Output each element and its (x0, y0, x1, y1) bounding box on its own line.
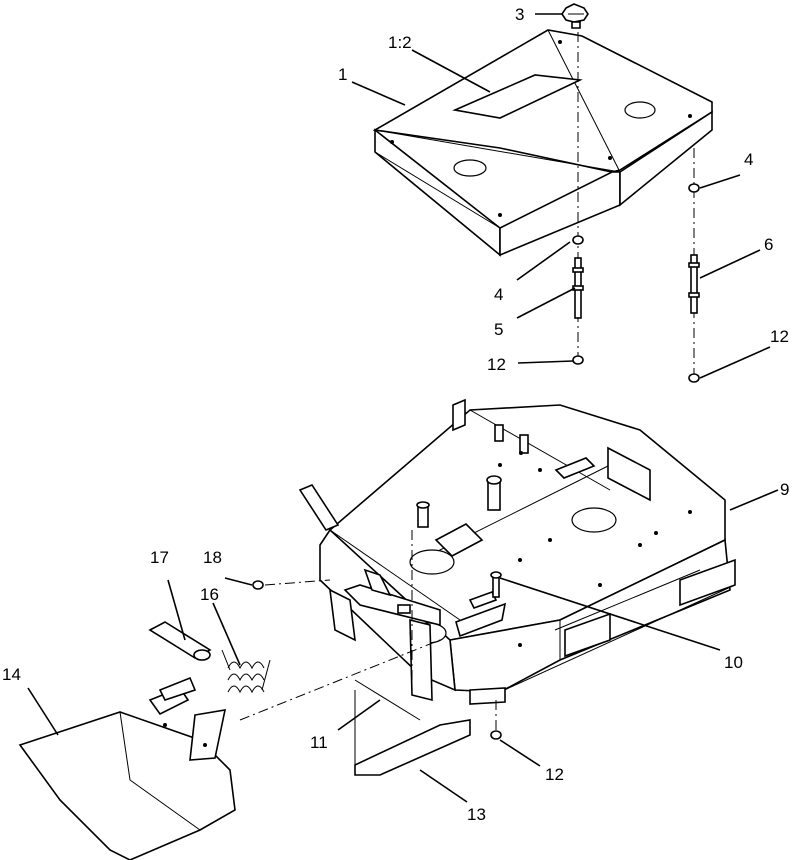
callout-16: 16 (200, 585, 219, 604)
callout-4-left: 4 (494, 285, 503, 304)
discharge-chute-14 (18, 676, 236, 860)
callout-4-right: 4 (744, 150, 753, 169)
callout-12-bottom: 12 (545, 765, 564, 784)
callout-10: 10 (724, 653, 743, 672)
callout-13: 13 (467, 805, 486, 824)
callout-6: 6 (764, 235, 773, 254)
knob (561, 3, 589, 29)
main-deck (298, 398, 736, 705)
rod-11 (354, 530, 421, 721)
nut-18 (252, 580, 264, 590)
callout-17: 17 (150, 548, 169, 567)
leader-lines (27, 13, 779, 803)
callout-5: 5 (494, 320, 503, 339)
callout-9: 9 (780, 480, 789, 499)
callout-12-top-left: 12 (487, 355, 506, 374)
callout-18: 18 (203, 548, 222, 567)
callout-11: 11 (310, 733, 328, 752)
callout-14: 14 (2, 665, 21, 684)
nut-12-bottom (490, 730, 502, 740)
callout-1-2: 1:2 (388, 33, 412, 52)
spring-16 (221, 649, 271, 694)
top-cover (372, 29, 713, 257)
callout-labels: 1 1:2 3 4 4 5 6 12 12 9 10 11 12 13 14 1… (2, 5, 789, 824)
hardware-stack-left (572, 235, 584, 365)
hinge-bracket (329, 568, 441, 702)
bolt-10 (490, 571, 502, 598)
callout-1: 1 (338, 65, 347, 84)
callout-3: 3 (515, 5, 524, 24)
deflector-bracket-13 (354, 690, 471, 776)
hardware-stack-right (688, 183, 700, 383)
rod-17 (148, 621, 212, 661)
callout-12-top-right: 12 (770, 327, 789, 346)
